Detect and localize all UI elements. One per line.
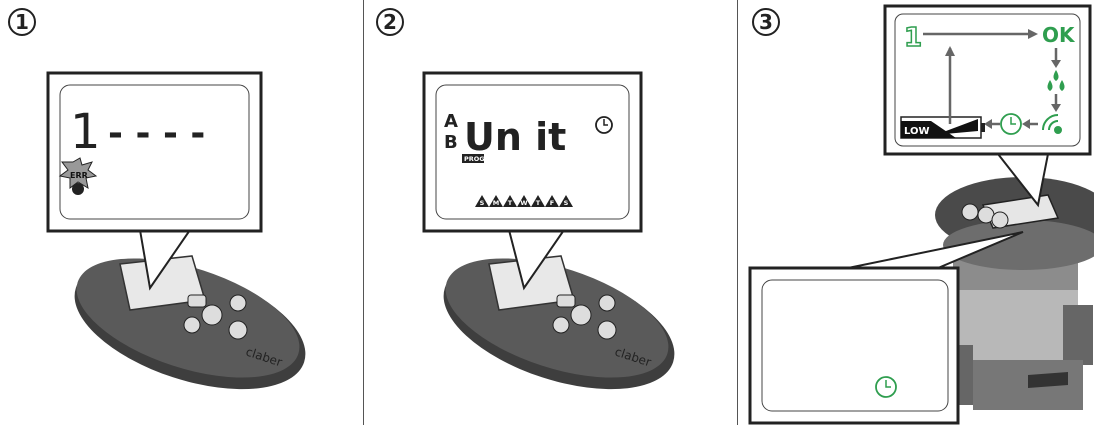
step-3-number: 3	[752, 8, 780, 36]
idle-clock-icon	[875, 376, 897, 398]
manual-watering-icon	[72, 183, 84, 195]
lcd-digit: 1	[70, 104, 101, 160]
step-1-panel: 1 claber 1 - - - - ERR	[0, 0, 363, 430]
weekday-marker	[559, 195, 573, 207]
device-outlet	[1063, 305, 1093, 365]
flow-ok-label: OK	[1042, 23, 1076, 47]
timer-device	[935, 177, 1094, 410]
weekday-marker	[489, 195, 503, 207]
weekday-label: W	[520, 199, 527, 207]
signal-icon	[1042, 114, 1062, 134]
lcd-ab-b: B	[444, 132, 458, 153]
water-drops-icon	[1047, 70, 1065, 91]
panel-divider-2	[737, 0, 738, 425]
weekday-marker	[503, 195, 517, 207]
step-3-illustration: 1 OK LOW	[748, 4, 1094, 425]
battery-low-label: LOW	[904, 126, 930, 137]
step-2-number: 2	[376, 8, 404, 36]
step-3-panel: 3 1 OK	[738, 0, 1094, 430]
flow-start-digit: 1	[904, 23, 922, 53]
remote-button-menu	[556, 294, 576, 308]
remote-control: claber	[443, 255, 675, 390]
weekday-label: S	[480, 199, 485, 207]
step-1-number: 1	[8, 8, 36, 36]
clock-icon	[595, 116, 613, 134]
remote-manual-button	[597, 320, 617, 340]
remote-plus-button	[229, 294, 247, 312]
remote-minus-button	[552, 316, 570, 334]
weekday-label: F	[550, 199, 554, 207]
lcd-prog-label: PROG	[464, 155, 485, 163]
weekday-label: S	[564, 199, 569, 207]
weekday-label: T	[508, 199, 513, 207]
weekday-marker	[475, 195, 489, 207]
lcd-screen	[59, 84, 250, 220]
remote-control: claber	[74, 255, 306, 390]
lcd-ab-a: A	[444, 111, 458, 132]
weekday-label: T	[536, 199, 541, 207]
err-burst-icon	[58, 157, 98, 190]
lcd-screen	[435, 84, 630, 220]
remote-button-menu	[187, 294, 207, 308]
weekday-marker	[545, 195, 559, 207]
weekday-label: M	[493, 199, 499, 207]
step-1-illustration: claber 1 - - - - ERR	[46, 71, 306, 390]
lcd-word: Un it	[464, 115, 566, 159]
lcd-dashes: - - - -	[108, 113, 205, 154]
lcd-prog-badge	[462, 154, 484, 163]
flow-screen	[894, 13, 1081, 147]
idle-screen	[761, 279, 949, 412]
err-badge: ERR	[70, 171, 88, 180]
remote-plus-button	[598, 294, 616, 312]
remote-ok-button	[570, 304, 592, 326]
remote-minus-button	[183, 316, 201, 334]
weekday-marker	[531, 195, 545, 207]
remote-ok-button	[201, 304, 223, 326]
clock-icon-green	[1000, 113, 1022, 135]
remote-manual-button	[228, 320, 248, 340]
panel-divider-1	[363, 0, 364, 425]
battery-icon	[900, 116, 985, 139]
weekday-marker	[517, 195, 531, 207]
